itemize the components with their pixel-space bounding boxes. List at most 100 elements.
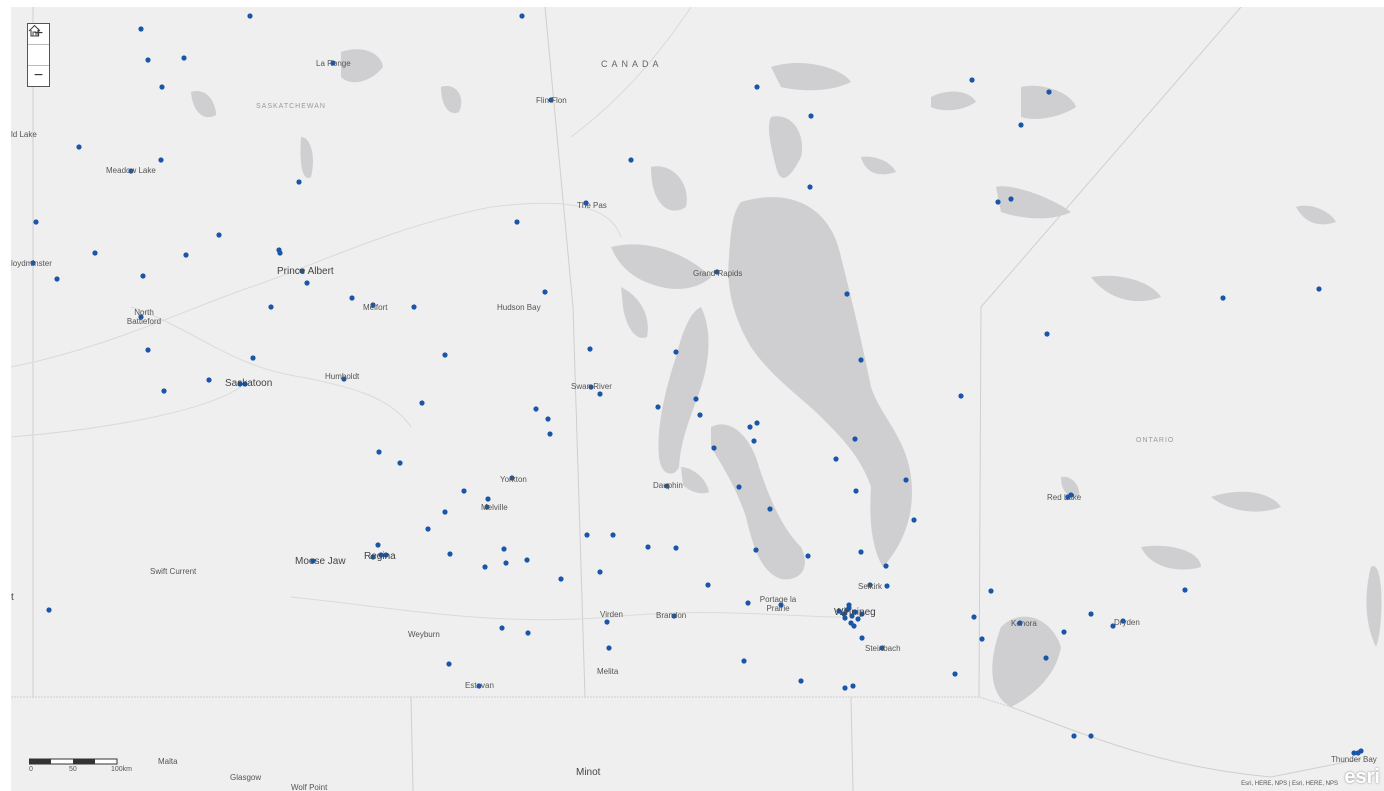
map-point[interactable]	[161, 388, 167, 394]
map-point[interactable]	[767, 506, 773, 512]
map-point[interactable]	[754, 84, 760, 90]
map-point[interactable]	[859, 611, 865, 617]
map-point[interactable]	[693, 396, 699, 402]
map-point[interactable]	[503, 560, 509, 566]
map-point[interactable]	[798, 678, 804, 684]
map-point[interactable]	[988, 588, 994, 594]
map-point[interactable]	[268, 304, 274, 310]
map-point[interactable]	[461, 488, 467, 494]
map-point[interactable]	[145, 57, 151, 63]
map-point[interactable]	[484, 504, 490, 510]
map-point[interactable]	[310, 558, 316, 564]
map-point[interactable]	[714, 269, 720, 275]
map-point[interactable]	[476, 683, 482, 689]
map-point[interactable]	[741, 658, 747, 664]
map-point[interactable]	[597, 391, 603, 397]
map-point[interactable]	[778, 602, 784, 608]
map-point[interactable]	[370, 302, 376, 308]
map-point[interactable]	[442, 509, 448, 515]
map-point[interactable]	[842, 685, 848, 691]
map-point[interactable]	[545, 416, 551, 422]
map-point[interactable]	[807, 184, 813, 190]
map-point[interactable]	[1182, 587, 1188, 593]
map-point[interactable]	[446, 661, 452, 667]
map-point[interactable]	[645, 544, 651, 550]
map-point[interactable]	[664, 483, 670, 489]
map-point[interactable]	[501, 546, 507, 552]
map-point[interactable]	[1018, 122, 1024, 128]
map-point[interactable]	[46, 607, 52, 613]
map-point[interactable]	[1068, 492, 1074, 498]
map-point[interactable]	[128, 168, 134, 174]
map-point[interactable]	[419, 400, 425, 406]
map-point[interactable]	[548, 97, 554, 103]
map-point[interactable]	[604, 619, 610, 625]
map-point[interactable]	[1358, 748, 1364, 754]
map-point[interactable]	[370, 554, 376, 560]
map-point[interactable]	[584, 532, 590, 538]
map-point[interactable]	[542, 289, 548, 295]
map-point[interactable]	[836, 608, 842, 614]
map-point[interactable]	[1061, 629, 1067, 635]
map-point[interactable]	[903, 477, 909, 483]
map-point[interactable]	[92, 250, 98, 256]
map-point[interactable]	[844, 291, 850, 297]
map-point[interactable]	[697, 412, 703, 418]
map-point[interactable]	[138, 26, 144, 32]
map-point[interactable]	[1351, 750, 1357, 756]
map-point[interactable]	[181, 55, 187, 61]
map-point[interactable]	[383, 552, 389, 558]
map-point[interactable]	[805, 553, 811, 559]
map-point[interactable]	[304, 280, 310, 286]
map-point[interactable]	[533, 406, 539, 412]
map-point[interactable]	[296, 179, 302, 185]
map-point[interactable]	[341, 376, 347, 382]
map-point[interactable]	[849, 613, 855, 619]
map-point[interactable]	[745, 600, 751, 606]
map-point[interactable]	[751, 438, 757, 444]
map-point[interactable]	[299, 268, 305, 274]
map-point[interactable]	[850, 683, 856, 689]
map-point[interactable]	[206, 377, 212, 383]
map-point[interactable]	[655, 404, 661, 410]
map-point[interactable]	[859, 635, 865, 641]
map-point[interactable]	[183, 252, 189, 258]
map-point[interactable]	[879, 645, 885, 651]
map-point[interactable]	[842, 615, 848, 621]
map-point[interactable]	[1071, 733, 1077, 739]
map-point[interactable]	[547, 431, 553, 437]
map-point[interactable]	[855, 616, 861, 622]
map-point[interactable]	[1043, 655, 1049, 661]
map-point[interactable]	[509, 475, 515, 481]
map-point[interactable]	[858, 357, 864, 363]
map-point[interactable]	[851, 623, 857, 629]
map-point[interactable]	[76, 144, 82, 150]
map-point[interactable]	[597, 569, 603, 575]
map-point[interactable]	[1088, 611, 1094, 617]
map-point[interactable]	[237, 381, 243, 387]
map-point[interactable]	[867, 582, 873, 588]
map-point[interactable]	[588, 384, 594, 390]
map-point[interactable]	[753, 547, 759, 553]
map-point[interactable]	[808, 113, 814, 119]
map-point[interactable]	[995, 199, 1001, 205]
map-point[interactable]	[138, 314, 144, 320]
zoom-out-button[interactable]: −	[28, 65, 49, 86]
map-point[interactable]	[158, 157, 164, 163]
map-point[interactable]	[145, 347, 151, 353]
map-point[interactable]	[1044, 331, 1050, 337]
map-point[interactable]	[447, 551, 453, 557]
map-point[interactable]	[852, 436, 858, 442]
map-point[interactable]	[610, 532, 616, 538]
map-point[interactable]	[376, 449, 382, 455]
map-point[interactable]	[583, 200, 589, 206]
map-point[interactable]	[736, 484, 742, 490]
map-point[interactable]	[754, 420, 760, 426]
map-point[interactable]	[711, 445, 717, 451]
map-point[interactable]	[883, 563, 889, 569]
map-point[interactable]	[969, 77, 975, 83]
map-point[interactable]	[673, 349, 679, 355]
map-point[interactable]	[524, 557, 530, 563]
map-point[interactable]	[349, 295, 355, 301]
map-point[interactable]	[1120, 618, 1126, 624]
